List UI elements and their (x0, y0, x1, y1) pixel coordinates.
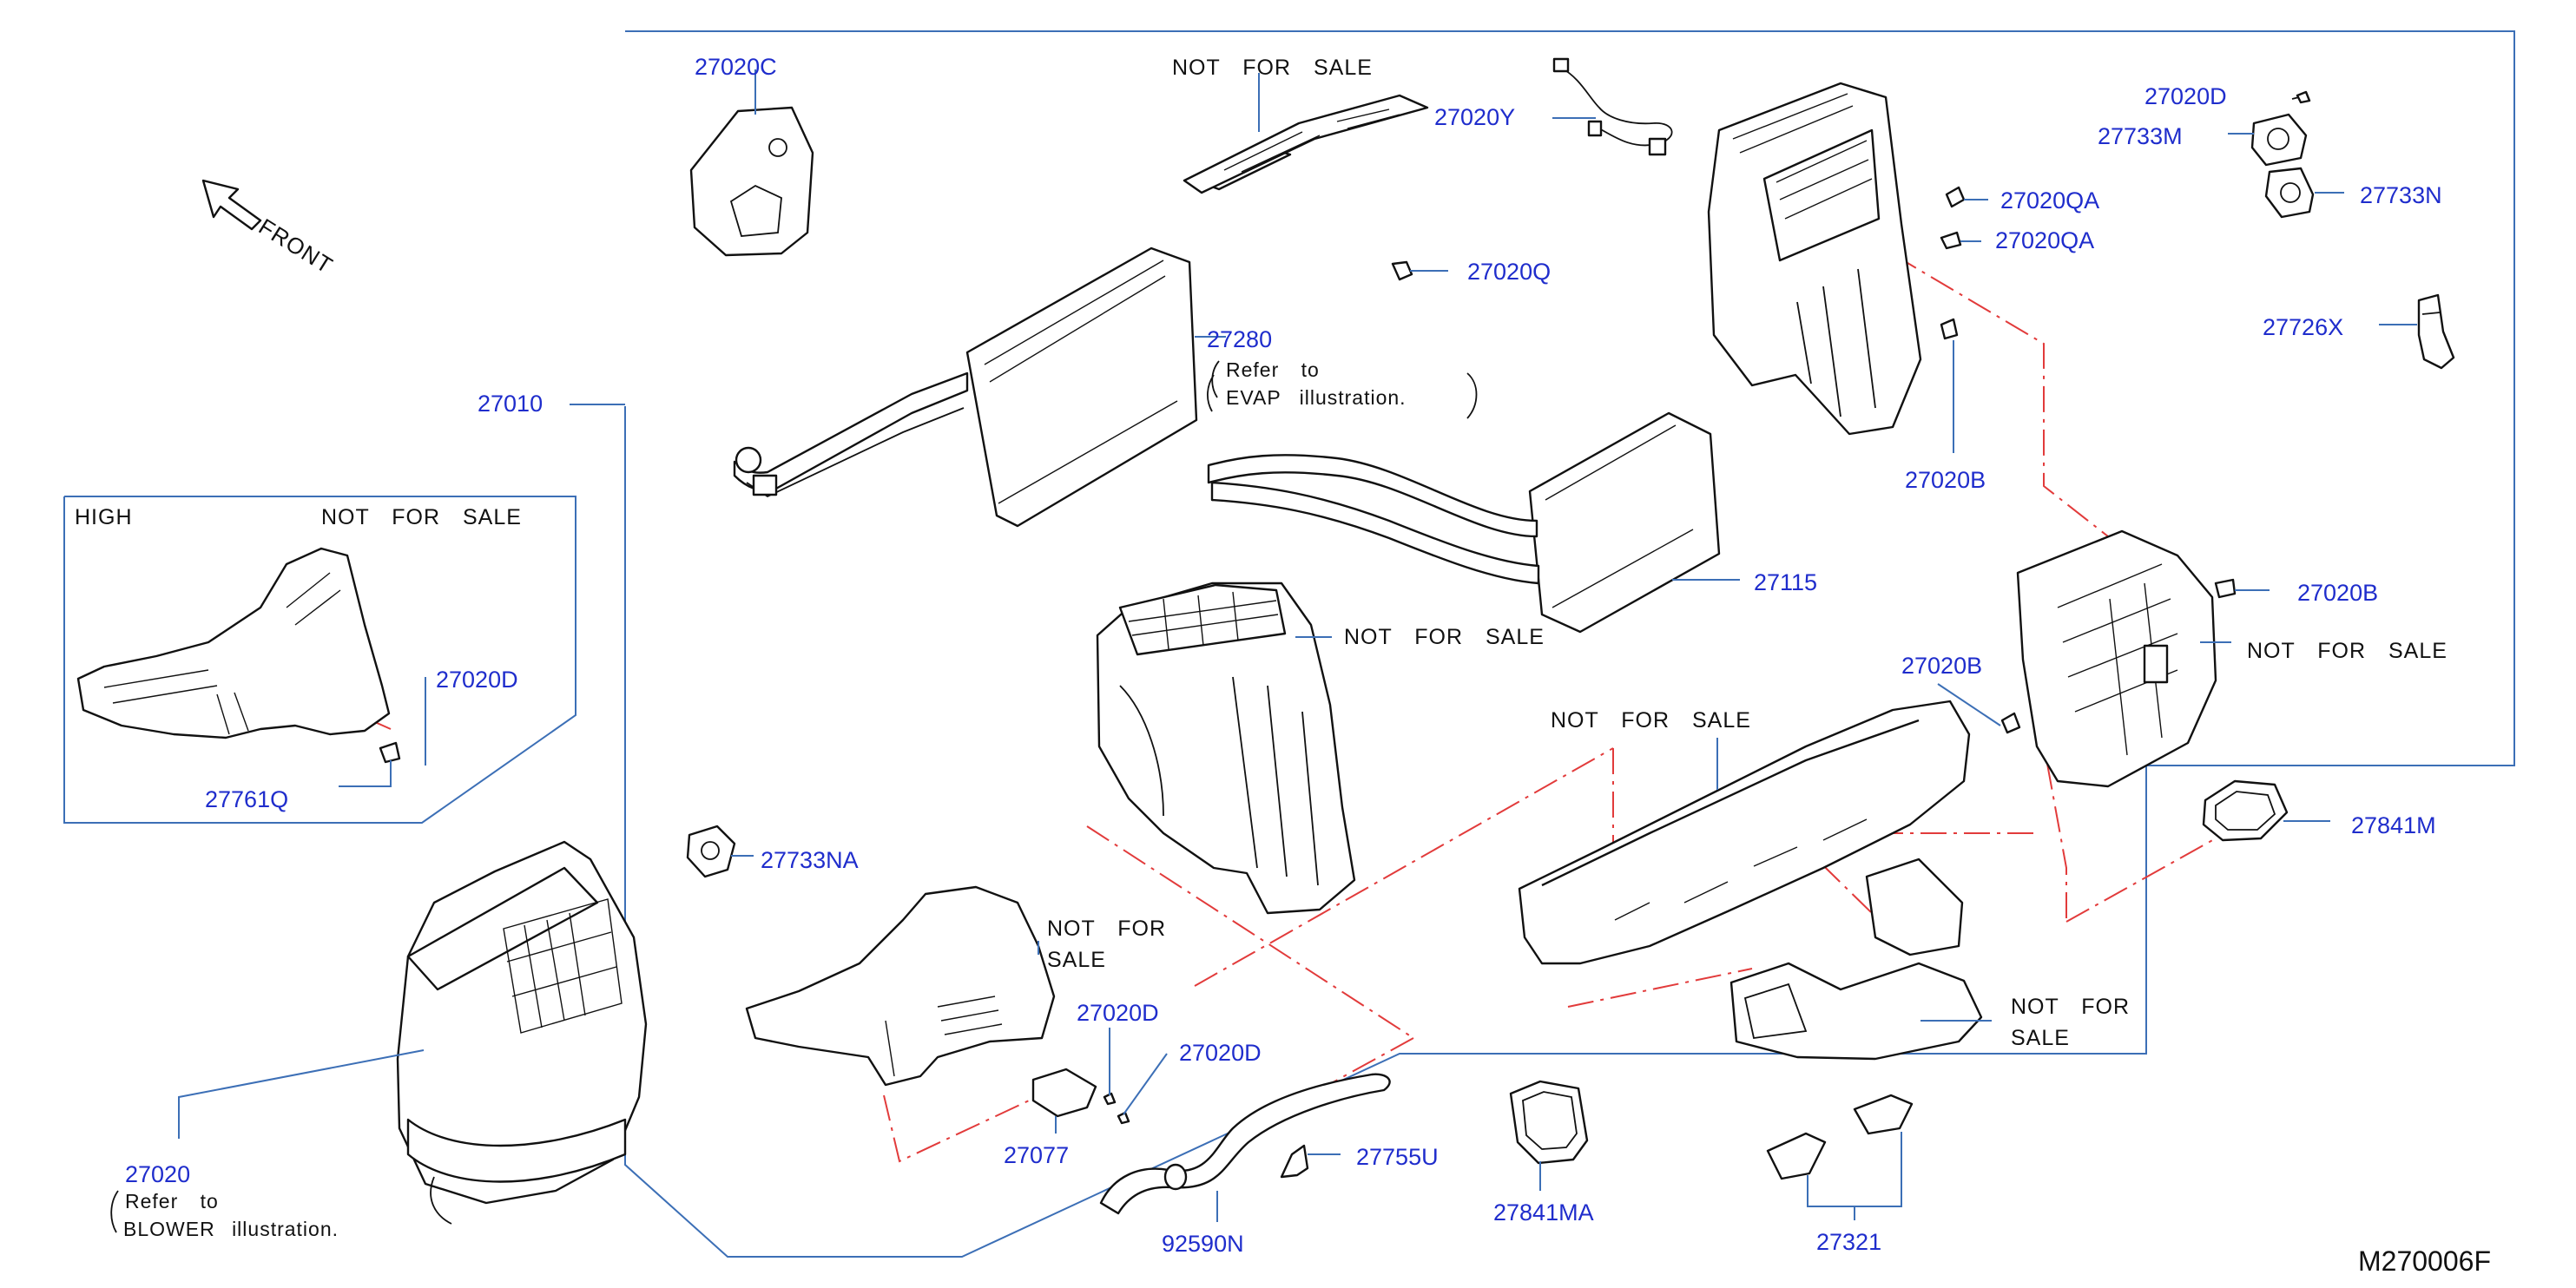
label-27755U: 27755U (1356, 1144, 1439, 1170)
label-27321: 27321 (1816, 1229, 1881, 1255)
note-not-for-sale-right: NOT FOR SALE (2247, 639, 2448, 663)
inset-frame (63, 496, 576, 824)
hose-92590N (1099, 1073, 1391, 1215)
heater-core-27115 (1207, 411, 1721, 634)
label-27020B-upper: 27020B (1905, 467, 1986, 493)
front-arrow-icon (201, 179, 262, 231)
upper-housing-part (1707, 82, 1922, 436)
frame-27841M (2202, 779, 2289, 842)
note-refer-to-blower: Refer to (125, 1190, 219, 1212)
blower-unit-27020 (396, 840, 648, 1225)
inset-title: HIGH (75, 505, 133, 529)
screw-27020D-top (2291, 90, 2311, 104)
note-evap-illustration: EVAP illustration. (1226, 386, 1407, 409)
note-sale-left: SALE (1047, 948, 1106, 972)
actuator-27733N (2264, 167, 2315, 219)
note-not-for-sale-top: NOT FOR SALE (1172, 56, 1373, 80)
label-27733M: 27733M (2098, 123, 2183, 149)
actuator-27733M (2250, 113, 2308, 167)
evaporator-27280 (733, 246, 1198, 528)
clip-27020B-upper (1940, 318, 1959, 340)
label-27020B-lower: 27020B (1901, 653, 1982, 679)
label-27020QA-a: 27020QA (2000, 187, 2099, 214)
sensor-27726X (2417, 293, 2455, 370)
note-not-for-sale-inset: NOT FOR SALE (321, 505, 522, 529)
label-27010: 27010 (478, 391, 543, 417)
note-sale-right: SALE (2011, 1026, 2070, 1050)
assembly-guide-lines (327, 232, 2217, 1163)
lower-duct-part (745, 885, 1056, 1087)
front-label: FRONT (254, 214, 338, 279)
label-27077: 27077 (1004, 1142, 1069, 1168)
clip-27755U (1280, 1144, 1309, 1179)
label-27020Q: 27020Q (1467, 259, 1551, 285)
diagram-code: M270006F (2358, 1245, 2491, 1277)
label-27733N: 27733N (2360, 182, 2442, 208)
note-not-for-sale-center: NOT FOR SALE (1344, 625, 1545, 649)
note-not-for-left: NOT FOR (1047, 917, 1166, 941)
note-blower-illustration: BLOWER illustration. (123, 1218, 339, 1240)
clip-27020B-lower (2000, 712, 2021, 734)
inset-duct-part (76, 547, 391, 739)
label-27280: 27280 (1207, 326, 1272, 352)
label-27020Y: 27020Y (1434, 104, 1515, 130)
frame-27841MA (1509, 1080, 1589, 1165)
label-27020D-b: 27020D (1179, 1040, 1262, 1066)
clip-27020QA-part (1940, 186, 1966, 250)
label-27761Q: 27761Q (205, 786, 288, 812)
label-27020D-top: 27020D (2144, 83, 2227, 109)
note-not-for-sale-duct: NOT FOR SALE (1551, 708, 1751, 733)
vent-27321 (1766, 1094, 1914, 1180)
seal-27020C (689, 106, 814, 257)
vent-grille-part (1183, 94, 1429, 194)
assembly-frame (624, 30, 2515, 1258)
label-27841MA: 27841MA (1493, 1199, 1594, 1226)
center-housing-part (1096, 582, 1356, 915)
label-27020B-right: 27020B (2297, 580, 2378, 606)
actuator-27733NA (686, 825, 736, 878)
label-27020D-inset: 27020D (436, 667, 518, 693)
label-27733NA: 27733NA (761, 847, 859, 873)
label-27020: 27020 (125, 1161, 190, 1187)
note-not-for-right: NOT FOR (2011, 995, 2130, 1019)
inset-clip-part (379, 741, 401, 764)
note-refer-to-evap: Refer to (1226, 358, 1320, 381)
bracket-27077 (1031, 1068, 1097, 1118)
label-27020C: 27020C (695, 54, 777, 80)
label-27115: 27115 (1754, 569, 1817, 595)
clip-27020B-right (2214, 578, 2237, 599)
harness-27020Y (1552, 57, 1673, 156)
clip-27020Q (1391, 260, 1413, 281)
label-27841M: 27841M (2351, 812, 2436, 838)
lower-right-duct-part (1518, 700, 1983, 1061)
label-27020QA-b: 27020QA (1995, 227, 2094, 253)
label-27020D-a: 27020D (1077, 1000, 1159, 1026)
label-27726X: 27726X (2263, 314, 2343, 340)
label-92590N: 92590N (1162, 1231, 1244, 1257)
side-housing-part (2016, 529, 2217, 788)
